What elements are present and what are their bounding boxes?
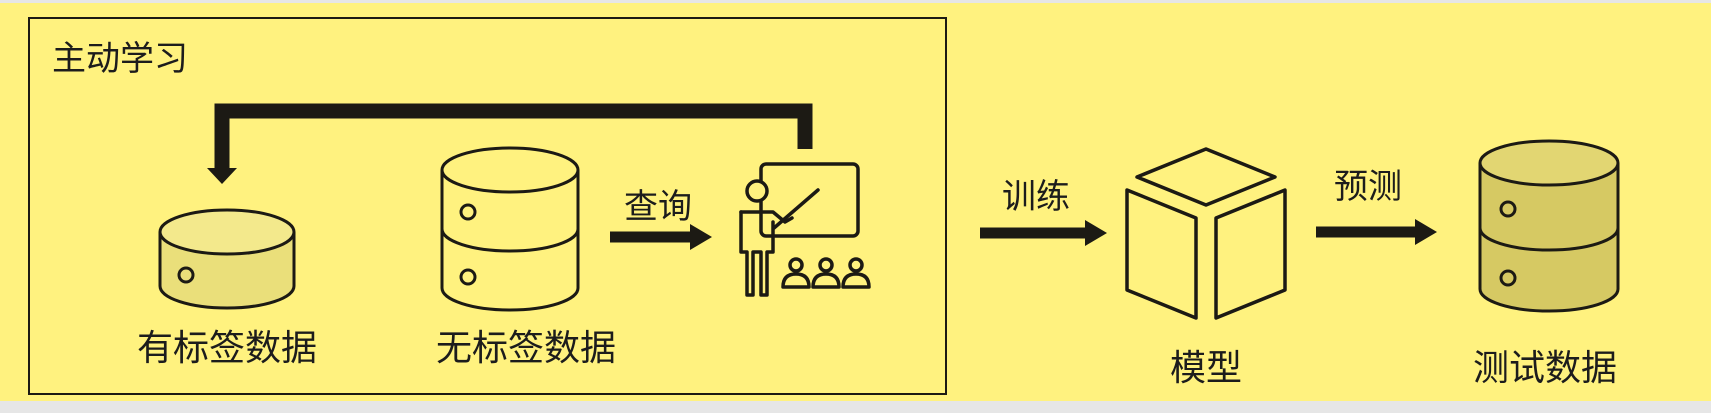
model-label: 模型 (1170, 348, 1242, 389)
diagram-background (0, 3, 1711, 401)
active-learning-title: 主动学习 (52, 39, 188, 79)
cube-icon (1125, 147, 1287, 320)
query-label: 查询 (624, 187, 692, 227)
feedback-arrow (207, 103, 813, 184)
train-arrow (980, 220, 1107, 246)
test-data-label: 测试数据 (1473, 348, 1617, 389)
query-arrow (610, 224, 712, 250)
unlabeled-data-label: 无标签数据 (436, 328, 616, 369)
predict-arrow (1316, 219, 1437, 245)
labeled-data-label: 有标签数据 (137, 328, 317, 369)
database-stack-icon (1478, 139, 1620, 313)
active-learning-frame (28, 17, 947, 395)
teacher-icon (739, 162, 871, 297)
predict-label: 预测 (1334, 167, 1402, 207)
database-stack-icon (440, 146, 580, 312)
database-icon (158, 208, 296, 310)
train-label: 训练 (1002, 177, 1070, 217)
